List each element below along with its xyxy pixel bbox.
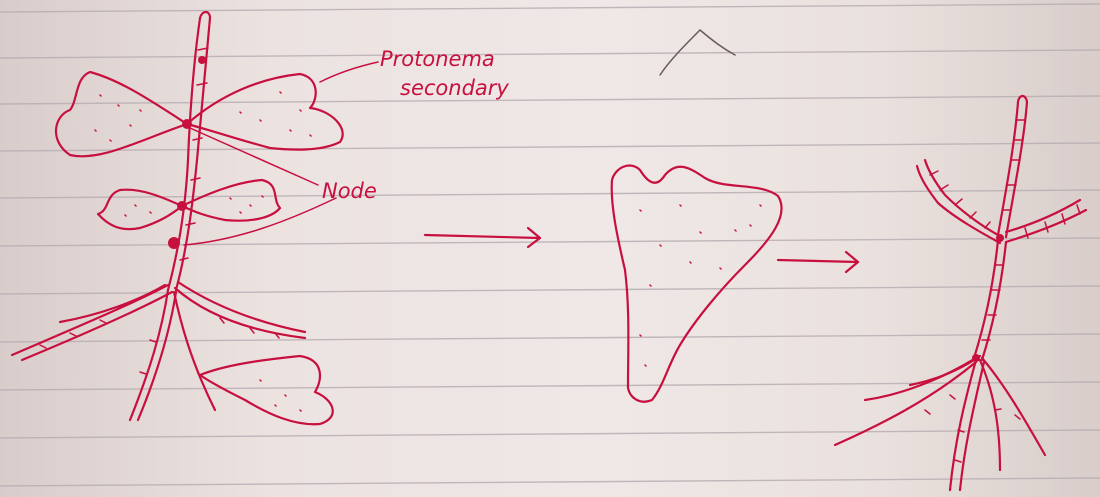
rhizoid-r1 xyxy=(865,358,976,400)
label-secondary: secondary xyxy=(400,76,509,100)
blade-stipple xyxy=(640,205,761,366)
node-dot-1 xyxy=(198,56,206,64)
lower-stem-outline xyxy=(982,242,1006,360)
node-leader-line-1 xyxy=(190,128,318,185)
arrow-2 xyxy=(778,252,858,272)
node-leader-line-2 xyxy=(184,198,336,245)
upper-left-leaf xyxy=(56,72,187,156)
middle-left-leaf xyxy=(98,190,182,229)
rhizoid-r3-outline xyxy=(960,362,984,490)
bottom-leaf xyxy=(200,356,333,424)
stem-filament xyxy=(168,18,200,290)
stem-tip xyxy=(200,12,210,18)
rhizoid-left-1-outline xyxy=(22,292,172,360)
right-branch xyxy=(1006,200,1080,232)
left-moss-plant xyxy=(12,12,378,424)
rhizoid-hatch-r xyxy=(925,395,1020,462)
node-dot-4 xyxy=(168,237,180,249)
heart-shaped-blade xyxy=(612,165,782,401)
label-node: Node xyxy=(322,179,377,203)
upper-right-leaf xyxy=(187,74,343,150)
middle-right-leaf xyxy=(182,180,280,221)
rhizoid-r5 xyxy=(982,358,1045,455)
middle-leaf-stipple xyxy=(125,196,263,216)
protonema-leader-line xyxy=(320,62,378,82)
arrow-1 xyxy=(425,228,540,247)
ruled-lines xyxy=(0,4,1100,486)
apex-tip xyxy=(1018,96,1027,102)
rhizoid-down-outline xyxy=(138,292,176,420)
middle-leaf-blade xyxy=(612,165,782,401)
bottom-leaf-stipple xyxy=(260,380,301,411)
rhizoid-r2 xyxy=(835,362,976,445)
left-branch-outline xyxy=(917,166,1000,243)
label-protonema: Protonema xyxy=(380,47,495,71)
apex-filament xyxy=(998,102,1018,235)
